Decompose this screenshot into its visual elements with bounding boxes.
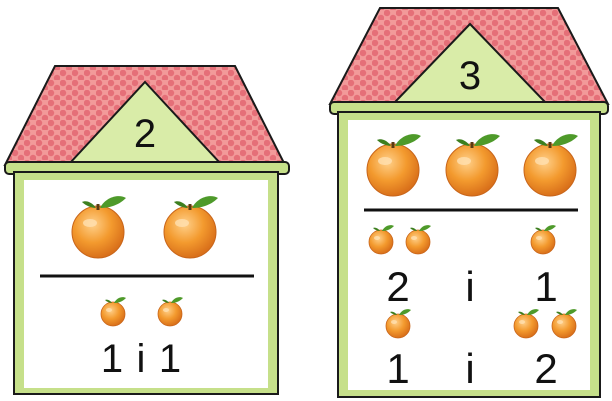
split-2-separator: i — [465, 345, 474, 392]
split-2-right-value: 2 — [534, 345, 557, 392]
house-left-number: 2 — [134, 112, 156, 156]
split-1-separator: i — [465, 263, 474, 310]
house-left: 2 1 i 1 — [5, 66, 289, 394]
panel-left — [24, 180, 268, 388]
house-right-number: 3 — [459, 54, 481, 98]
split-2-left-value: 1 — [386, 345, 409, 392]
split-right-value: 1 — [159, 337, 181, 381]
house-right: 3 2 i 1 1 i 2 — [330, 8, 608, 397]
split-1-right-value: 1 — [534, 263, 557, 310]
split-separator: i — [137, 337, 146, 381]
split-left-value: 1 — [101, 337, 123, 381]
split-1-left-value: 2 — [386, 263, 409, 310]
